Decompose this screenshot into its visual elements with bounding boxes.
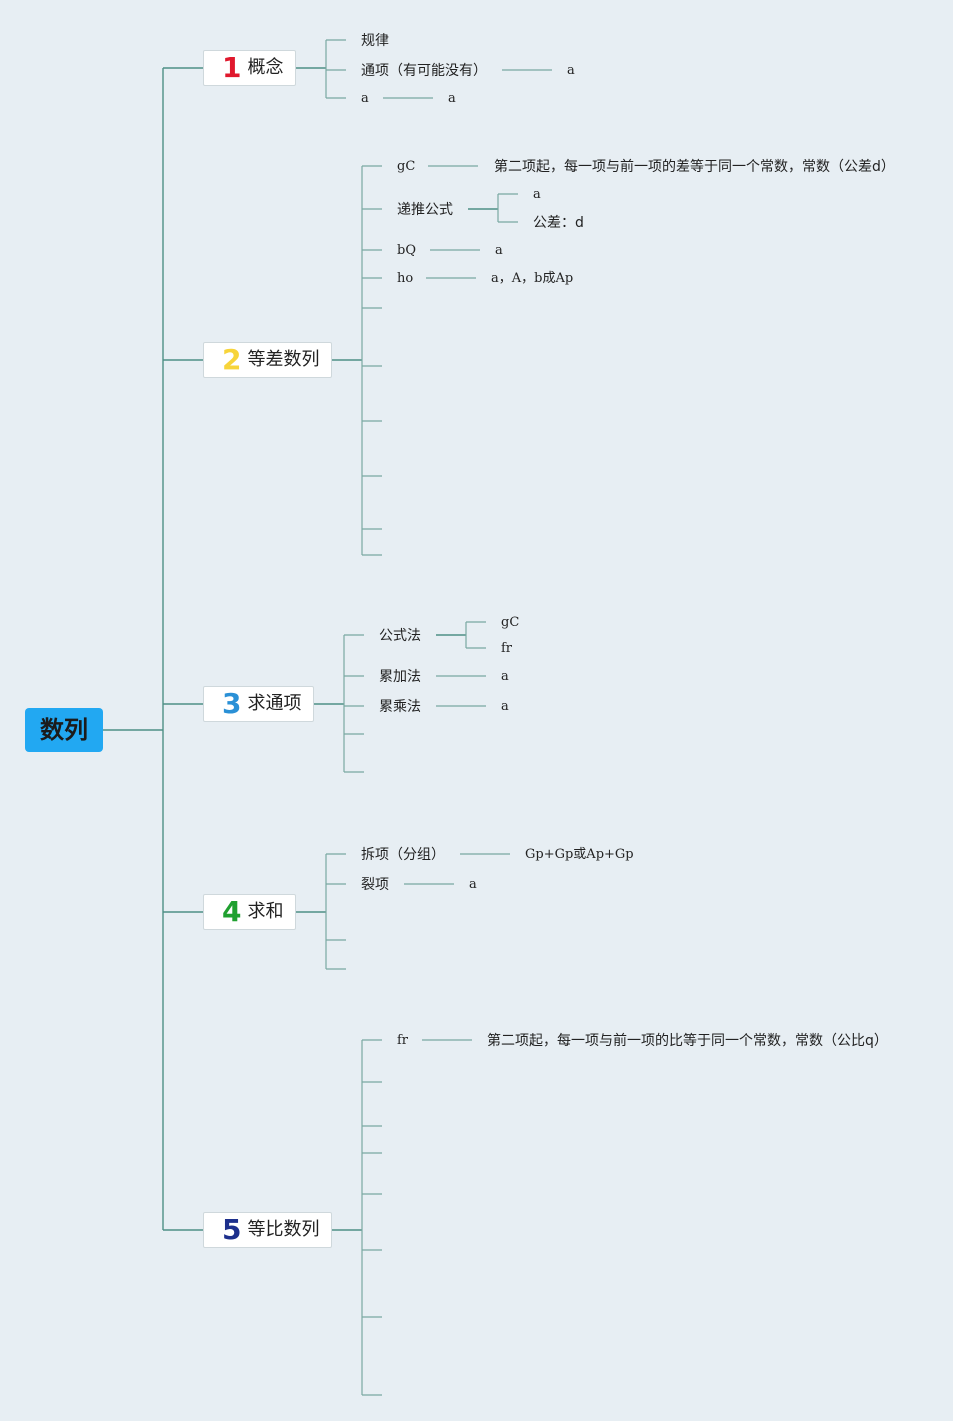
branch-label: 求通项: [247, 693, 302, 714]
branch-number: 4: [222, 895, 242, 928]
leaf-item[interactable]: a: [361, 91, 369, 106]
leaf-item[interactable]: 规律: [361, 33, 389, 49]
leaf-detail[interactable]: a: [501, 699, 509, 714]
leaf-detail[interactable]: a: [495, 243, 503, 258]
branch-number: 1: [222, 51, 242, 84]
branch-number: 3: [222, 687, 242, 720]
leaf-item[interactable]: 累乘法: [379, 699, 421, 715]
branch-label: 概念: [247, 57, 284, 78]
leaf-subitem[interactable]: fr: [501, 641, 513, 656]
leaf-detail[interactable]: a: [448, 91, 456, 106]
branch-number: 5: [222, 1213, 242, 1246]
leaf-item[interactable]: 累加法: [379, 669, 421, 685]
leaf-item[interactable]: 拆项（分组）: [361, 847, 445, 863]
leaf-item[interactable]: gC: [397, 159, 416, 174]
leaf-item[interactable]: 公式法: [379, 628, 421, 644]
branch-node-arithmetic-sequence[interactable]: 2 等差数列: [203, 342, 332, 378]
leaf-subitem[interactable]: 公差：d: [533, 215, 584, 231]
leaf-detail[interactable]: a: [469, 877, 477, 892]
leaf-item[interactable]: bQ: [397, 243, 416, 258]
leaf-subitem[interactable]: a: [533, 187, 541, 202]
branch-node-summation[interactable]: 4 求和: [203, 894, 296, 930]
branch-number: 2: [222, 343, 242, 376]
leaf-detail[interactable]: 第二项起，每一项与前一项的差等于同一个常数，常数（公差d）: [494, 159, 895, 175]
leaf-detail[interactable]: 第二项起，每一项与前一项的比等于同一个常数，常数（公比q）: [487, 1033, 888, 1049]
leaf-detail[interactable]: a，A，b成Ap: [491, 271, 574, 286]
leaf-item[interactable]: 递推公式: [397, 202, 453, 218]
leaf-item[interactable]: 裂项: [361, 877, 389, 893]
leaf-subitem[interactable]: gC: [501, 615, 520, 630]
leaf-item[interactable]: ho: [397, 271, 414, 286]
leaf-item[interactable]: fr: [397, 1033, 409, 1048]
leaf-detail[interactable]: a: [501, 669, 509, 684]
branch-node-general-term[interactable]: 3 求通项: [203, 686, 314, 722]
branch-node-geometric-sequence[interactable]: 5 等比数列: [203, 1212, 332, 1248]
leaf-detail[interactable]: Gp+Gp或Ap+Gp: [525, 847, 634, 862]
leaf-item[interactable]: 通项（有可能没有）: [361, 63, 487, 79]
branch-label: 等差数列: [247, 349, 320, 370]
branch-label: 等比数列: [247, 1219, 320, 1240]
branch-node-concept[interactable]: 1 概念: [203, 50, 296, 86]
branch-label: 求和: [247, 901, 284, 922]
leaf-detail[interactable]: a: [567, 63, 575, 78]
root-node[interactable]: 数列: [25, 708, 103, 752]
